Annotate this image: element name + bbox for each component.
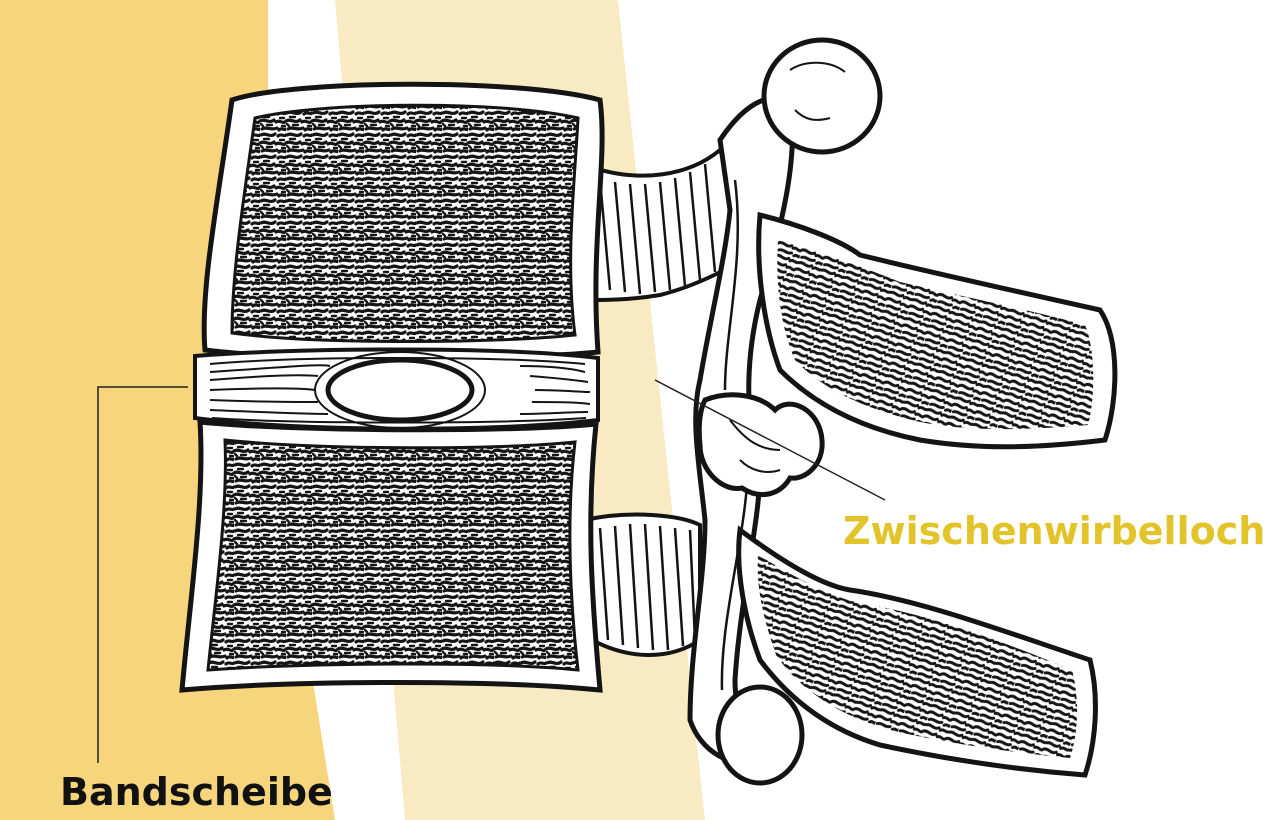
articular-process-bottom xyxy=(718,687,802,783)
label-bandscheibe: Bandscheibe xyxy=(60,770,333,814)
spinous-process-lower-spongiosa xyxy=(758,555,1077,758)
intervertebral-disc xyxy=(195,350,598,429)
articular-process-top xyxy=(764,40,880,152)
facet-joint xyxy=(699,395,822,495)
pedicle-lower xyxy=(585,515,700,655)
vertebral-body-lower-spongiosa xyxy=(208,440,578,670)
label-zwischenwirbelloch: Zwischenwirbelloch xyxy=(843,509,1265,553)
nucleus-pulposus xyxy=(328,360,472,420)
vertebral-body-upper-spongiosa xyxy=(232,105,578,341)
